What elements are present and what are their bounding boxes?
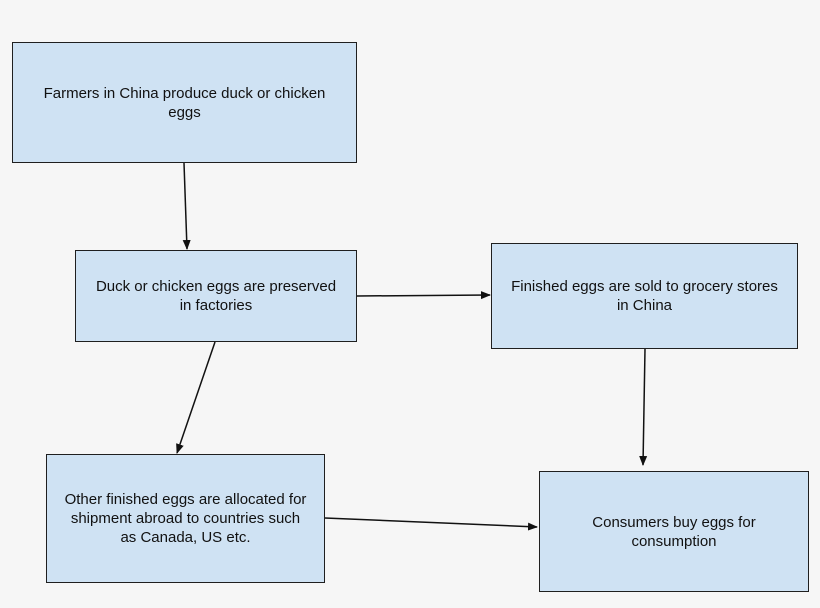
node-consumers-label: Consumers buy eggs for consumption — [592, 513, 756, 550]
node-allocated-label: Other finished eggs are allocated for sh… — [64, 491, 307, 546]
arrow-preserved-to-sold — [356, 291, 491, 300]
node-preserved-label: Duck or chicken eggs are preserved in fa… — [95, 278, 337, 314]
node-sold-label: Finished eggs are sold to grocery stores… — [511, 278, 778, 314]
node-allocated: Other finished eggs are allocated for sh… — [46, 454, 325, 583]
arrow-allocated-to-consumers — [324, 517, 538, 531]
arrow-farmers-to-preserved — [182, 162, 191, 250]
node-sold: Finished eggs are sold to grocery stores… — [491, 243, 798, 349]
node-farmers-label: Farmers in China produce duck or chicken… — [43, 84, 326, 121]
node-preserved: Duck or chicken eggs are preserved in fa… — [75, 250, 357, 342]
arrow-preserved-to-allocated — [176, 341, 216, 454]
arrow-sold-to-consumers — [639, 348, 648, 466]
node-consumers: Consumers buy eggs for consumption — [539, 471, 809, 592]
node-farmers: Farmers in China produce duck or chicken… — [12, 42, 357, 163]
